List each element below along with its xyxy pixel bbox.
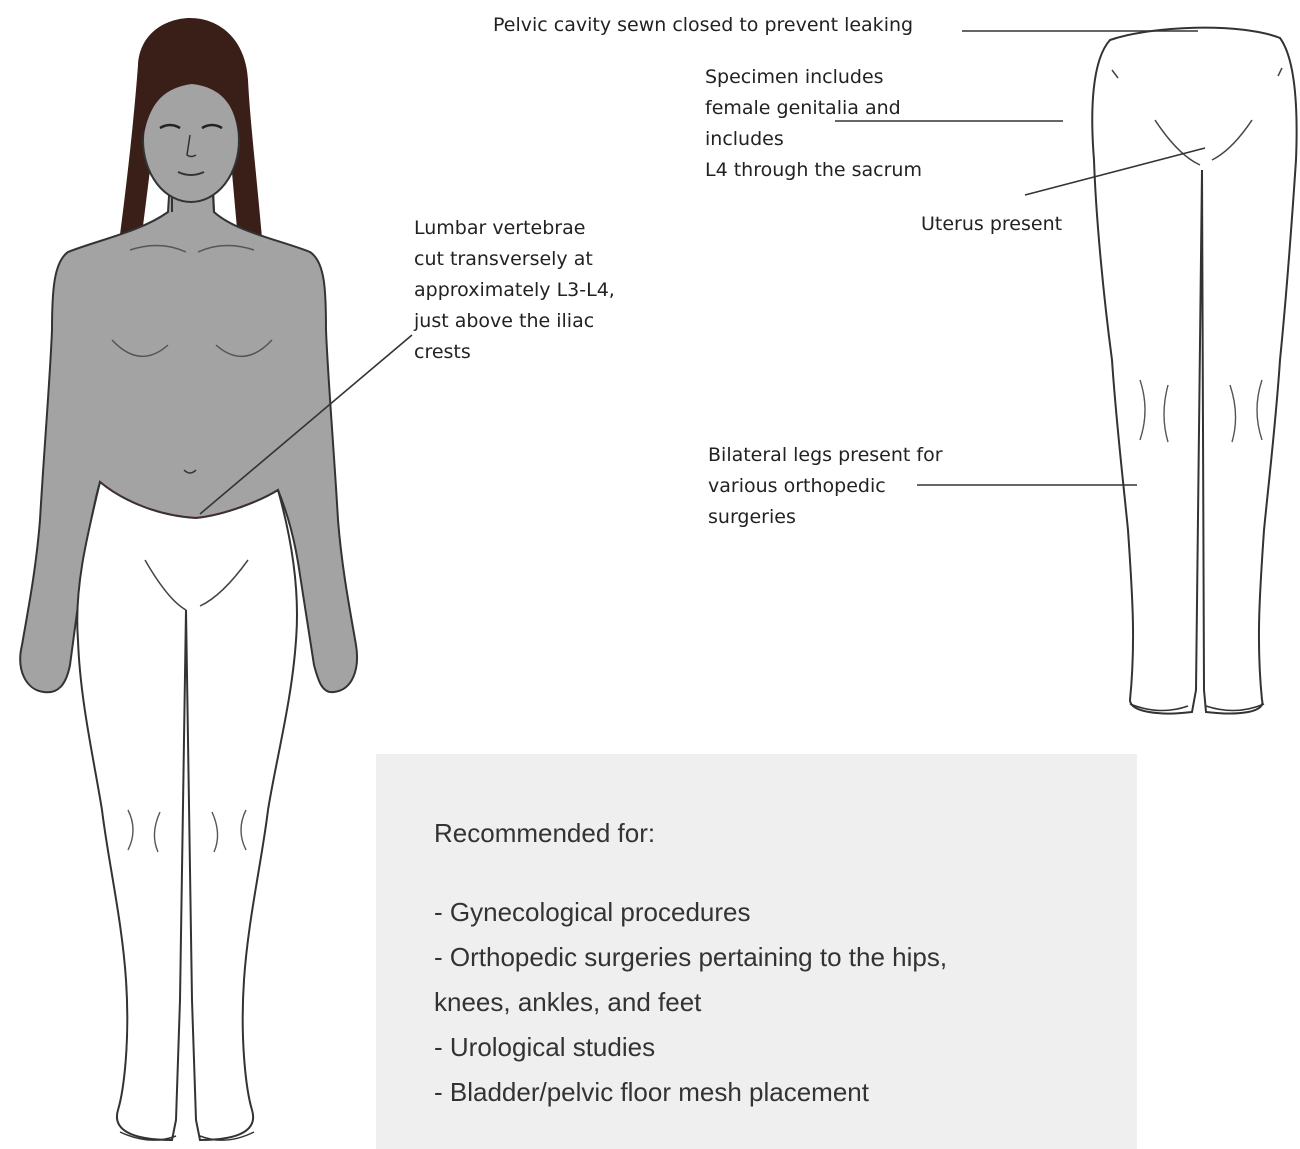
recommended-list: - Gynecological procedures - Orthopedic … (434, 890, 947, 1115)
recommended-box: Recommended for: - Gynecological procedu… (376, 754, 1137, 1149)
label-lumbar-vertebrae: Lumbar vertebrae cut transversely at app… (414, 213, 615, 368)
recommended-item: - Urological studies (434, 1025, 947, 1070)
lower-body (77, 482, 297, 1140)
leader-lines (200, 31, 1205, 514)
recommended-item: - Gynecological procedures (434, 890, 947, 935)
specimen-figure (1092, 28, 1296, 714)
recommended-title: Recommended for: (434, 818, 655, 849)
label-uterus-present: Uterus present (921, 209, 1062, 240)
label-pelvic-cavity: Pelvic cavity sewn closed to prevent lea… (493, 10, 913, 41)
recommended-item: knees, ankles, and feet (434, 980, 947, 1025)
full-body-figure (20, 18, 357, 1140)
label-bilateral-legs: Bilateral legs present for various ortho… (708, 440, 943, 533)
recommended-item: - Orthopedic surgeries pertaining to the… (434, 935, 947, 980)
label-specimen-includes: Specimen includes female genitalia and i… (705, 62, 922, 186)
recommended-item: - Bladder/pelvic floor mesh placement (434, 1070, 947, 1115)
specimen-outline (1092, 28, 1296, 714)
